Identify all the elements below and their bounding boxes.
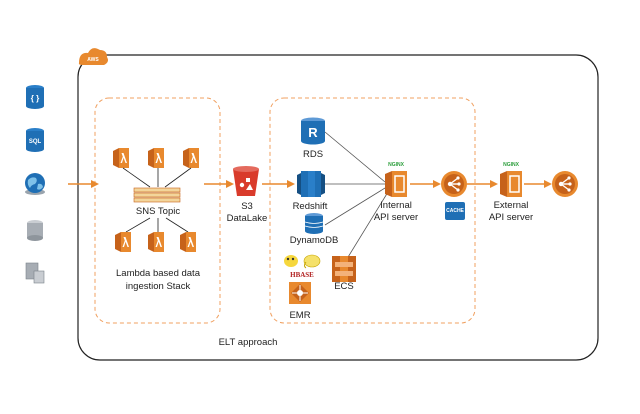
ec2-instance-icon xyxy=(499,170,523,198)
source-sql-db: SQL xyxy=(26,128,44,152)
ecs-label: ECS xyxy=(334,281,354,292)
cache-icon: CACHE xyxy=(445,202,465,220)
rds-icon: R xyxy=(301,117,325,145)
lambda-icon xyxy=(180,232,196,252)
ingestion-label-line2: ingestion Stack xyxy=(126,281,191,292)
external-api-label-line1: External xyxy=(494,200,529,211)
lambda-icon xyxy=(113,148,129,168)
redshift-label: Redshift xyxy=(293,201,328,212)
rds-to-api-line xyxy=(324,131,386,183)
redshift-icon xyxy=(297,171,325,197)
dynamodb-label: DynamoDB xyxy=(290,235,339,246)
emr-label: EMR xyxy=(289,310,310,321)
internal-api-label-line2: API server xyxy=(374,212,418,223)
source-json-db: { } xyxy=(26,85,44,109)
ecs-to-api-line xyxy=(344,191,389,263)
lambda-icon xyxy=(148,148,164,168)
sns-topic-icon xyxy=(133,187,181,203)
hbase-logo-text: HBASE xyxy=(290,271,314,279)
ingestion-label-line1: Lambda based data xyxy=(116,268,201,279)
load-balancer-icon xyxy=(551,170,579,198)
nginx-logo-internal: NGINX xyxy=(388,162,405,168)
rds-label: RDS xyxy=(303,149,323,160)
lambda-icon xyxy=(183,148,199,168)
s3-label-line1: S3 xyxy=(241,201,253,212)
ingestion-stack-box xyxy=(94,97,221,324)
lambda-icon xyxy=(115,232,131,252)
generic-database-icon xyxy=(27,220,43,241)
nginx-logo-external: NGINX xyxy=(503,162,520,168)
aws-badge-text: AWS xyxy=(87,57,99,63)
load-balancer-icon xyxy=(440,170,468,198)
sns-to-lambda-line xyxy=(125,217,151,233)
rds-icon-letter: R xyxy=(308,125,318,140)
s3-bucket-icon xyxy=(233,166,259,196)
services-box xyxy=(269,97,476,324)
aws-cloud-boundary xyxy=(77,54,599,361)
dynamodb-to-api-line xyxy=(324,187,386,226)
json-database-icon: { } xyxy=(31,94,39,103)
lambda-icon xyxy=(148,232,164,252)
sns-topic-label: SNS Topic xyxy=(136,206,180,217)
ec2-instance-icon xyxy=(384,170,408,198)
emr-icon xyxy=(289,282,311,304)
external-api-label-line2: API server xyxy=(489,212,533,223)
internal-api-label-line1: Internal xyxy=(380,200,412,211)
globe-icon xyxy=(25,173,45,195)
lambda-to-sns-line xyxy=(164,167,192,188)
cache-label: CACHE xyxy=(446,208,464,214)
lambda-to-sns-line xyxy=(122,167,151,188)
s3-label-line2: DataLake xyxy=(227,213,268,224)
dynamodb-icon xyxy=(304,213,324,234)
sql-database-icon: SQL xyxy=(29,139,42,145)
elt-approach-label: ELT approach xyxy=(219,337,278,348)
sns-to-lambda-line xyxy=(165,217,189,233)
hive-logo-icon xyxy=(284,255,298,267)
hadoop-elephant-icon xyxy=(303,254,321,269)
server-database-icon xyxy=(25,262,45,284)
aws-cloud-icon: AWS xyxy=(78,48,108,65)
ecs-icon xyxy=(332,256,356,282)
